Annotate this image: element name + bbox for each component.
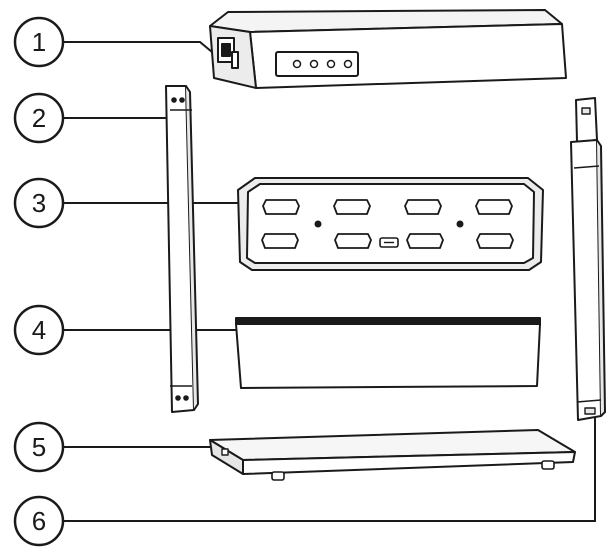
callout-2: 2 <box>13 92 65 144</box>
left-side-rail <box>165 85 199 413</box>
callout-3-number: 3 <box>32 188 46 218</box>
base-plate <box>209 429 576 481</box>
port-row-top <box>262 199 513 215</box>
port-row-bottom <box>261 233 514 249</box>
callout-5: 5 <box>13 421 65 473</box>
callout-2-number: 2 <box>32 103 46 133</box>
callout-1-number: 1 <box>32 27 46 57</box>
callout-6: 6 <box>13 495 65 547</box>
callout-4-number: 4 <box>32 315 46 345</box>
callout-1: 1 <box>13 16 65 68</box>
front-tray <box>235 317 541 389</box>
leader-line-6 <box>63 418 596 522</box>
callout-4: 4 <box>13 304 65 356</box>
callout-3: 3 <box>13 177 65 229</box>
top-cover <box>209 9 567 89</box>
leader-lines <box>63 41 596 522</box>
callout-6-number: 6 <box>32 506 46 536</box>
right-side-rail <box>570 97 606 421</box>
charging-port-panel <box>237 177 544 271</box>
callout-5-number: 5 <box>32 432 46 462</box>
leader-line-1 <box>63 41 213 53</box>
